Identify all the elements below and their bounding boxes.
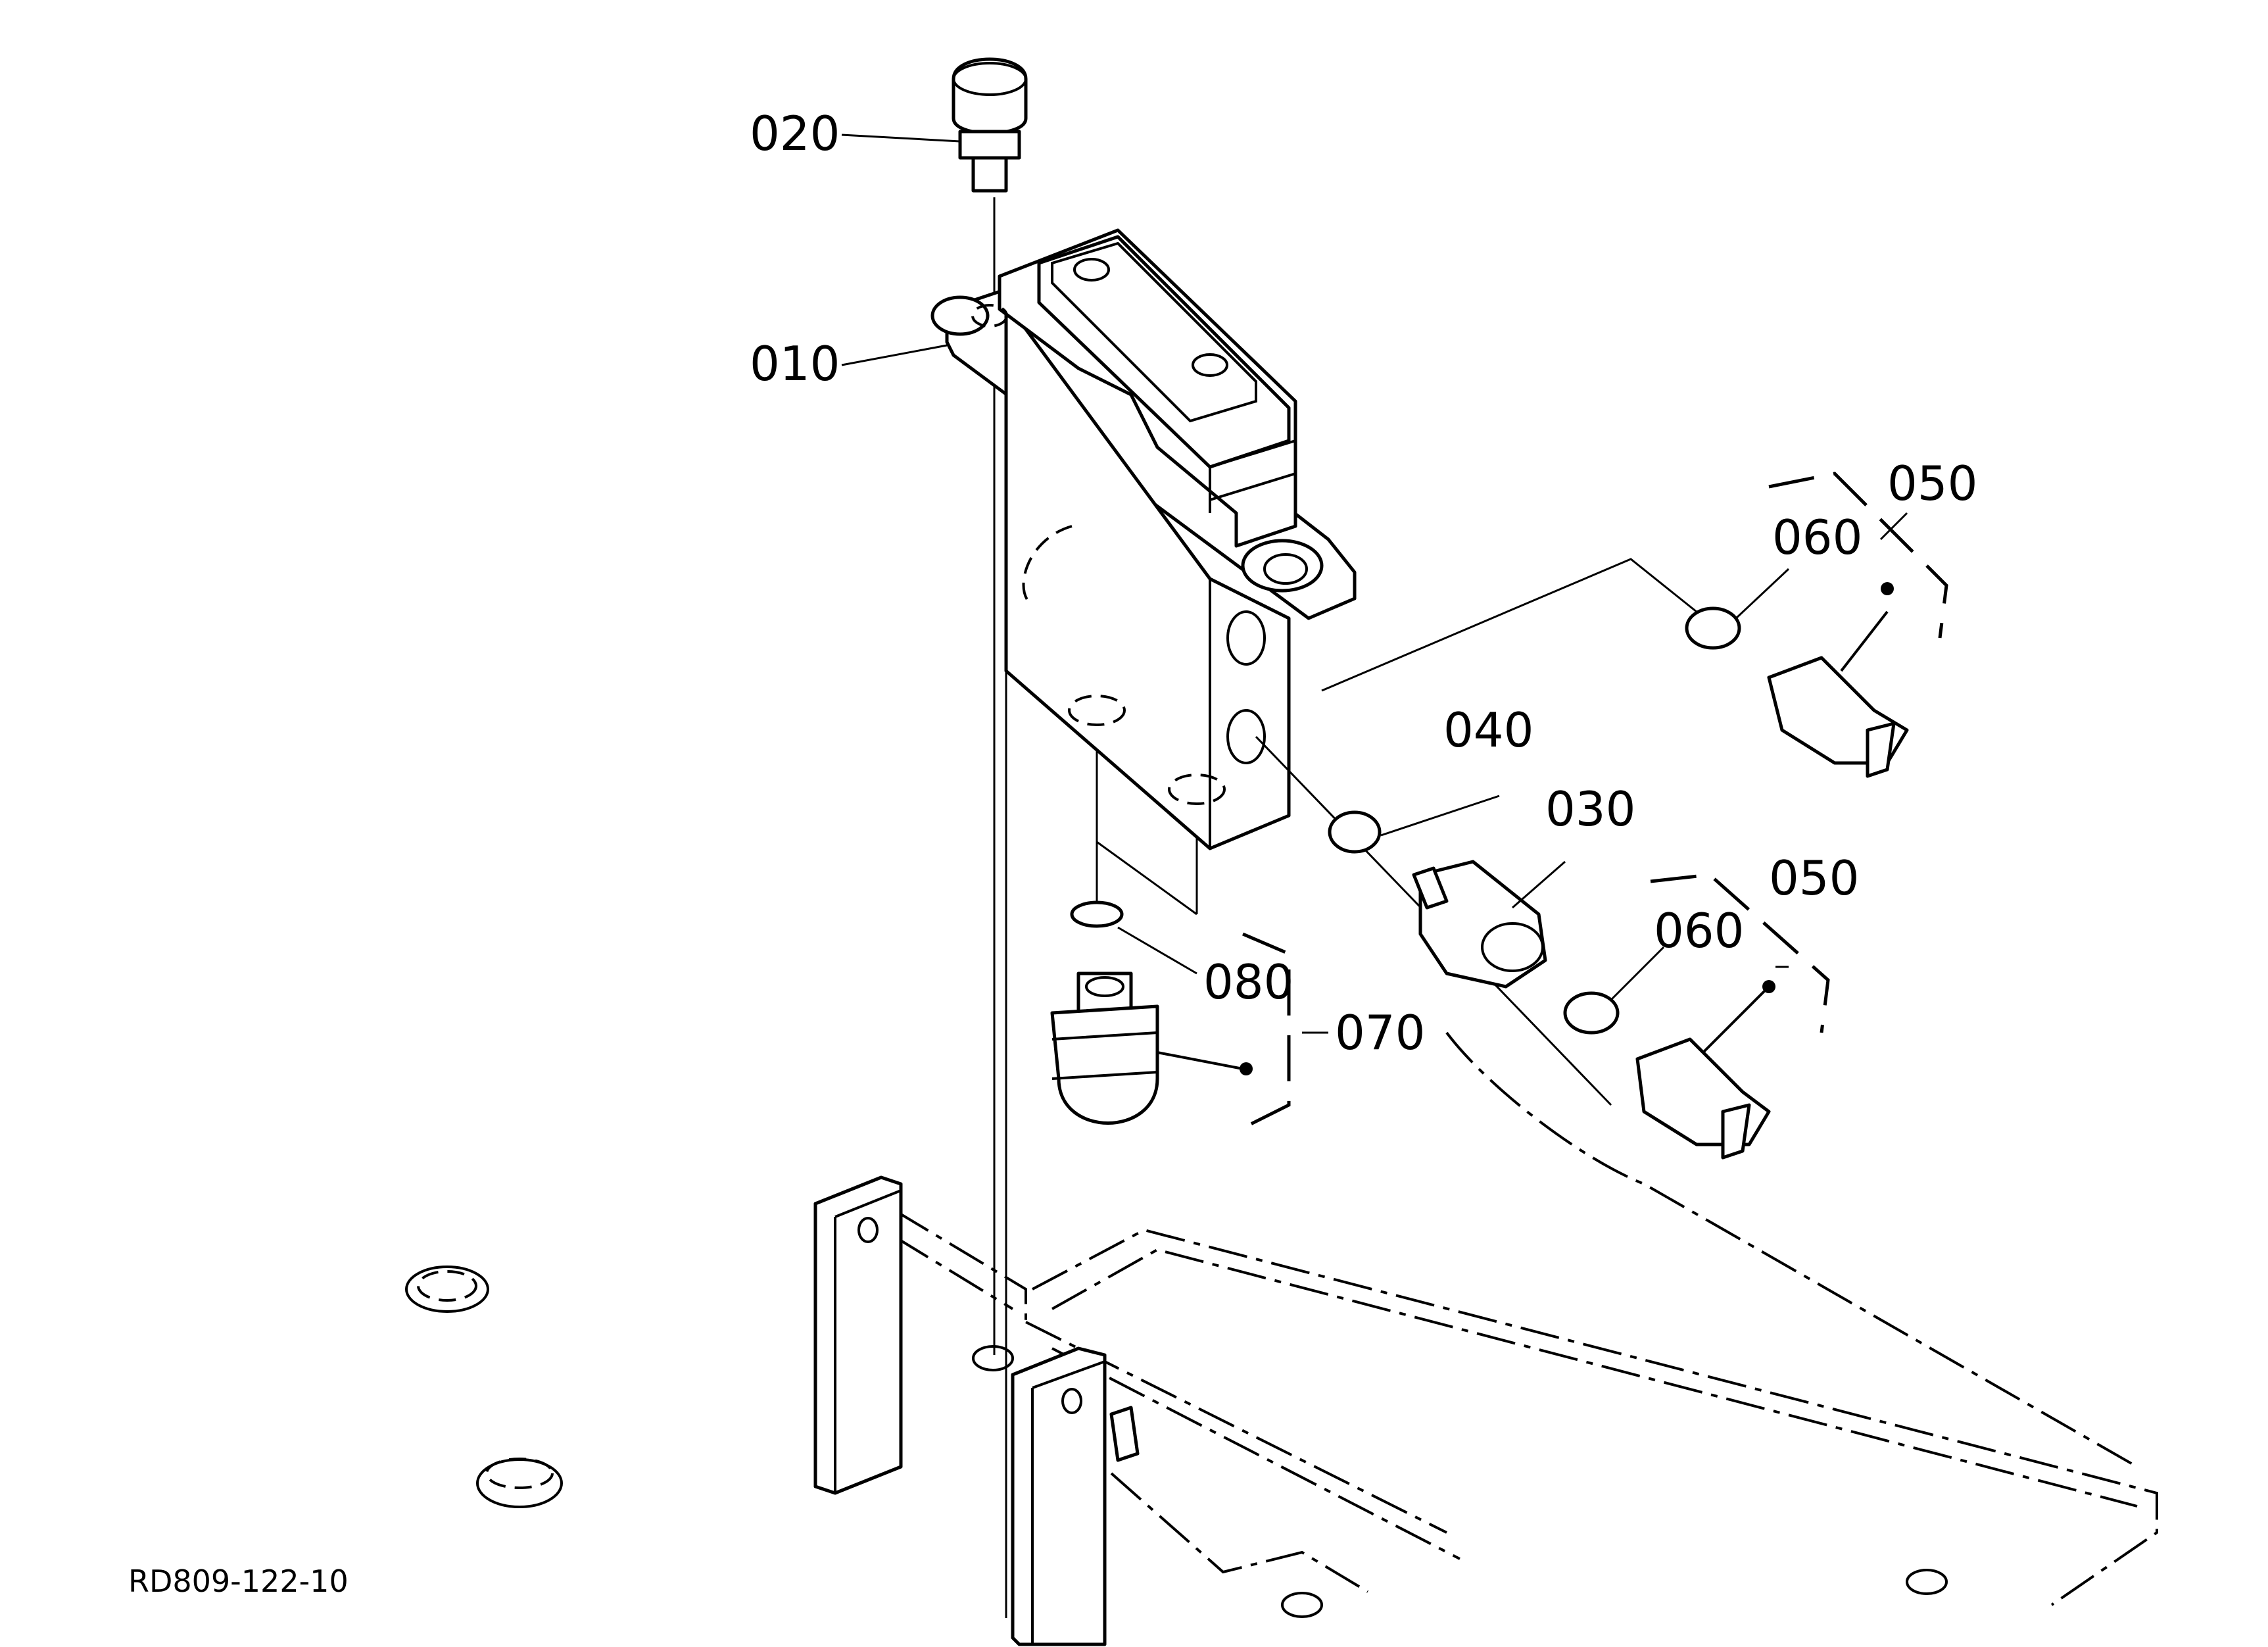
fitting-050-lower [1563,873,1830,1160]
label-070: 070 [1335,1005,1425,1060]
label-030: 030 [1545,781,1635,837]
base-holes [405,1266,1948,1618]
label-040: 040 [1443,702,1533,758]
base-frame [893,1031,2158,1606]
label-050-upper: 050 [1887,456,1977,511]
fitting-050-upper [1321,472,1948,778]
label-060-lower: 060 [1654,903,1744,958]
label-060-upper: 060 [1772,510,1862,565]
switch-070 [1050,900,1291,1127]
bracket-plates [813,1175,1140,1646]
knob-020 [952,57,1028,193]
label-010: 010 [750,336,840,391]
fitting-030 [1255,735,1612,1106]
valve-body [930,228,1357,850]
leader-lines [841,134,1908,1034]
label-080: 080 [1203,954,1293,1010]
part-labels: 020 010 050 060 040 030 050 060 080 070 … [128,106,1977,1599]
label-020: 020 [750,106,840,161]
label-050-lower: 050 [1769,850,1859,906]
drawing-reference: RD809-122-10 [128,1563,349,1599]
